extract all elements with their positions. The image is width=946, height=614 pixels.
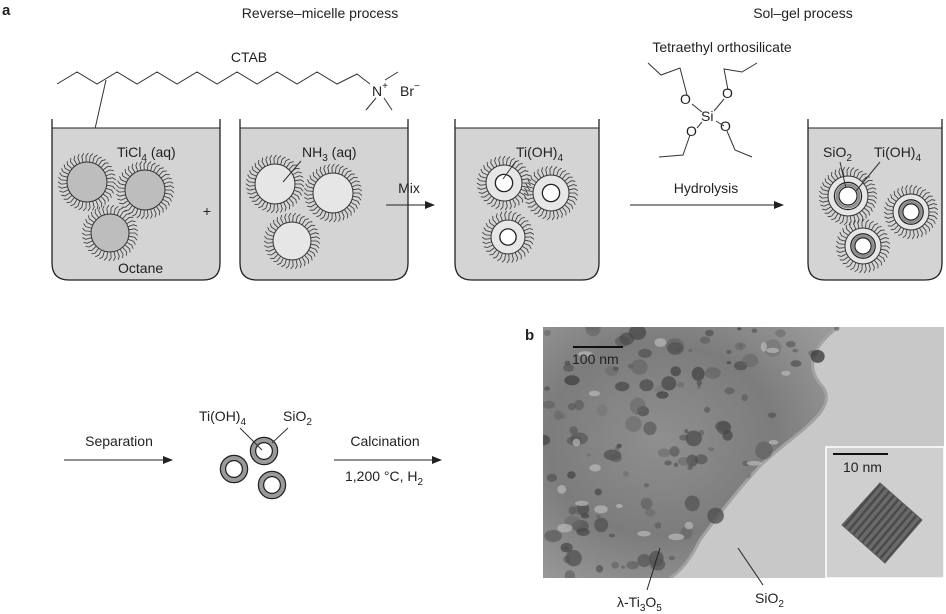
micelle-coated-2 xyxy=(883,184,939,240)
teos-oxygen-1: O xyxy=(680,91,691,107)
scale-label-inset: 10 nm xyxy=(843,459,882,475)
separated-particles xyxy=(219,436,287,500)
teos-structure xyxy=(647,62,758,158)
micelle-nh3-3 xyxy=(263,212,321,270)
phase-label: λ-Ti3O5 xyxy=(617,594,662,614)
ctab-chain xyxy=(56,71,371,85)
micelle-mixed-1 xyxy=(476,155,532,211)
micelle-ticl4-2 xyxy=(115,160,175,220)
particle-sio2-pointer xyxy=(271,427,289,444)
teos-label: Tetraethyl orthosilicate xyxy=(652,39,792,55)
octane-label: Octane xyxy=(118,260,163,276)
sio2-label-beaker: SiO2 xyxy=(823,144,852,164)
n-methyl-bond-3 xyxy=(383,97,393,111)
particle-sio2-label: SiO2 xyxy=(283,408,312,428)
micelle-coated-3 xyxy=(835,218,891,274)
nh3-label: NH3 (aq) xyxy=(302,144,357,164)
plus-sign: + xyxy=(203,203,211,219)
micelle-mixed-2 xyxy=(523,165,579,221)
bromide-ion: Br− xyxy=(400,81,420,99)
micelle-coated-1 xyxy=(818,166,878,226)
calcination-label: Calcination xyxy=(350,433,419,449)
particle-tioh4-pointer xyxy=(239,427,263,451)
tem-nanoparticles xyxy=(543,327,840,578)
sio2-pointer-line xyxy=(839,161,847,189)
teos-silicon: Si xyxy=(701,108,713,124)
mix-label: Mix xyxy=(398,180,420,196)
micelle-layer xyxy=(57,152,939,274)
phase-pointer xyxy=(646,547,661,591)
tioh4-label: Ti(OH)4 xyxy=(516,144,563,164)
scale-label-main: 100 nm xyxy=(572,351,619,367)
teos-oxygen-3: O xyxy=(686,123,697,139)
reverse-micelle-title: Reverse–micelle process xyxy=(242,5,398,21)
tioh4-pointer-line xyxy=(502,160,517,180)
tioh4-label-beaker: Ti(OH)4 xyxy=(874,144,921,164)
teos-oxygen-4: O xyxy=(720,118,731,134)
nh3-pointer-line xyxy=(282,160,302,183)
matrix-pointer xyxy=(737,547,764,586)
n-methyl-bond-2 xyxy=(365,97,377,111)
particle-1-shell xyxy=(251,438,277,464)
teos-oxygen-2: O xyxy=(722,85,733,101)
matrix-label: SiO2 xyxy=(755,590,784,610)
panel-a-letter: a xyxy=(2,2,11,19)
sol-gel-title: Sol–gel process xyxy=(753,5,853,21)
ticl4-label: TiCl4 (aq) xyxy=(117,144,176,164)
micelle-nh3-1 xyxy=(245,154,305,214)
tioh4-beaker-pointer-line xyxy=(855,161,881,192)
panel-b-letter: b xyxy=(525,327,534,344)
hydrolysis-label: Hydrolysis xyxy=(674,180,739,196)
tem-inset xyxy=(825,446,945,579)
beaker-coated xyxy=(807,119,943,281)
micelle-ticl4-3 xyxy=(81,204,139,262)
ctab-label: CTAB xyxy=(231,49,267,65)
micelle-mixed-3 xyxy=(481,210,535,264)
nitrogen-atom: N+ xyxy=(372,81,388,99)
n-methyl-bond-1 xyxy=(384,71,399,81)
micelle-nh3-2 xyxy=(303,163,363,223)
separation-label: Separation xyxy=(85,433,153,449)
particle-tioh4-label: Ti(OH)4 xyxy=(199,408,246,428)
particle-3-shell xyxy=(259,472,285,498)
calcination-conditions: 1,200 °C, H2 xyxy=(345,468,424,488)
micelle-ticl4-1 xyxy=(57,152,117,212)
particle-2-shell xyxy=(221,456,247,482)
nanocrystal xyxy=(841,482,923,564)
